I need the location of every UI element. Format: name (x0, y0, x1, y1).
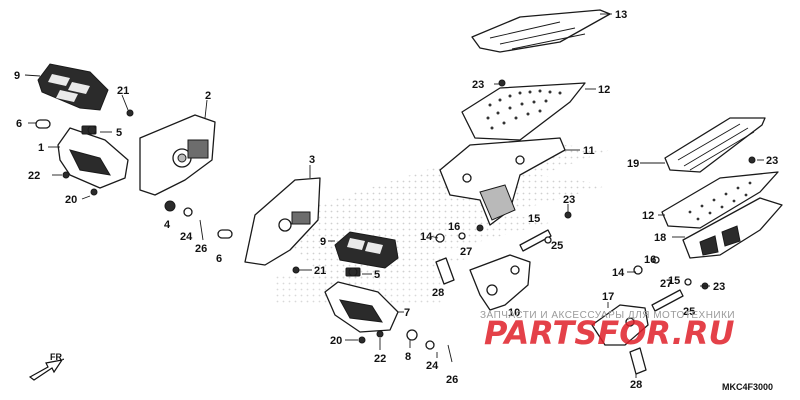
part-11-step-bracket (439, 137, 566, 226)
callout-9-middle: 9 (320, 236, 326, 248)
callout-26: 26 (195, 243, 207, 255)
callout-24: 24 (180, 231, 193, 243)
callout-13: 13 (615, 9, 627, 21)
part-17-holder (591, 304, 649, 346)
part-9-rubber-pad-middle (334, 231, 399, 269)
part-12-perforated-plate-right (661, 171, 779, 229)
watermark-tagline: ЗАПЧАСТИ И АКСЕССУАРЫ ДЛЯ МОТОТЕХНИКИ (480, 310, 735, 321)
callout-12: 12 (598, 84, 610, 96)
callout-27-right: 27 (660, 278, 672, 290)
part-3-bracket (244, 177, 321, 266)
callout-26-middle: 26 (446, 374, 458, 386)
part-7-footpeg (324, 267, 399, 333)
callout-1: 1 (38, 142, 44, 154)
callout-18: 18 (654, 232, 666, 244)
callout-28-right: 28 (630, 379, 642, 391)
part-2-bracket (139, 114, 216, 196)
pins (35, 119, 684, 375)
callout-25-right: 25 (683, 306, 695, 318)
callout-6: 6 (16, 118, 22, 130)
front-direction-arrow: FR. (28, 352, 65, 381)
callout-20-middle: 20 (330, 335, 342, 347)
callout-17: 17 (602, 291, 614, 303)
callout-14-right: 14 (612, 267, 625, 279)
part-18-step-body-right (682, 197, 783, 259)
callout-16-right: 16 (644, 254, 656, 266)
callout-9: 9 (14, 70, 20, 82)
callout-12-right: 12 (642, 210, 654, 222)
callout-15-right: 15 (668, 275, 680, 287)
callout-22-middle: 22 (374, 353, 386, 365)
callout-23: 23 (472, 79, 484, 91)
callout-6-middle: 6 (216, 253, 222, 265)
callout-23-lower: 23 (713, 281, 725, 293)
callout-16: 16 (448, 221, 460, 233)
callout-24-middle: 24 (426, 360, 439, 372)
part-19-step-plate-right (664, 117, 766, 173)
callout-28: 28 (432, 287, 444, 299)
part-9-rubber-pad (37, 63, 109, 111)
callout-23-mid: 23 (563, 194, 575, 206)
callout-2: 2 (205, 90, 211, 102)
direction-label: FR. (50, 352, 65, 362)
watermark-brand: PARTSFOR.RU (484, 314, 734, 352)
callout-25: 25 (551, 240, 563, 252)
callout-5-middle: 5 (374, 269, 380, 281)
callout-7: 7 (404, 307, 410, 319)
callout-21: 21 (117, 85, 129, 97)
callout-5: 5 (116, 127, 122, 139)
callout-27: 27 (460, 246, 472, 258)
part-1-footpeg (57, 125, 129, 189)
callout-14: 14 (420, 231, 433, 243)
leader-lines (24, 13, 764, 378)
callout-19: 19 (627, 158, 639, 170)
callout-21-middle: 21 (314, 265, 326, 277)
callout-23-right: 23 (766, 155, 778, 167)
callout-3: 3 (309, 154, 315, 166)
callout-15: 15 (528, 213, 540, 225)
hardware (62, 79, 756, 363)
callout-22: 22 (28, 170, 40, 182)
callout-20: 20 (65, 194, 77, 206)
callout-11: 11 (583, 145, 595, 157)
diagram-code: MKC4F3000 (722, 382, 773, 392)
part-10-holder (469, 254, 531, 311)
callout-10: 10 (508, 307, 520, 319)
arrow-icon (28, 359, 64, 381)
partsfor-watermark: ЗАПЧАСТИ И АКСЕССУАРЫ ДЛЯ МОТОТЕХНИКИ PA… (480, 310, 735, 352)
callout-4: 4 (164, 219, 171, 231)
callouts: 13 9 21 2 23 12 6 5 1 11 19 23 22 3 20 2… (14, 9, 778, 391)
honda-wing-watermark (270, 140, 610, 305)
callout-8: 8 (405, 351, 411, 363)
part-12-perforated-plate (461, 82, 586, 141)
part-13-step-plate (471, 9, 611, 53)
